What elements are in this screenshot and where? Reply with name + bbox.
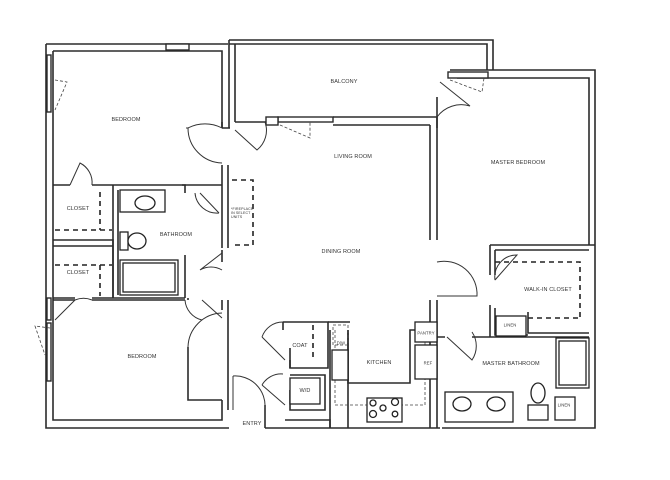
room-label-bedroom: BEDROOM xyxy=(111,117,141,123)
room-label-dining-room: DINING ROOM xyxy=(321,249,361,255)
room-label-master-bathroom: MASTER BATHROOM xyxy=(482,361,540,367)
room-label-walk-in-closet: WALK-IN CLOSET xyxy=(524,287,572,293)
toilet-icon xyxy=(530,382,546,404)
room-label-kitchen: KITCHEN xyxy=(366,360,392,366)
sink-icon xyxy=(134,195,156,211)
fixture-label-dw: D/W xyxy=(336,340,346,346)
doors[interactable] xyxy=(54,81,519,410)
fixture-label-linen: LINEN xyxy=(503,322,517,328)
fixture-label-pantry: PANTRY xyxy=(417,330,435,336)
room-label-balcony: BALCONY xyxy=(330,79,358,85)
room-label-coat: COAT xyxy=(292,343,308,349)
fireplace-note: *FIREPLACE IN SELECT UNITS xyxy=(231,207,254,219)
room-label-living-room: LIVING ROOM xyxy=(334,154,372,160)
room-label-wd: W/D xyxy=(299,388,311,394)
room-label-master-bedroom: MASTER BEDROOM xyxy=(490,160,546,166)
room-label-closet: CLOSET xyxy=(66,206,90,212)
fixtures xyxy=(119,189,590,423)
room-label-closet: CLOSET xyxy=(66,270,90,276)
dashed-outlines xyxy=(55,179,581,406)
fixture-label-linen: LINEN xyxy=(557,402,571,408)
room-label-entry: ENTRY xyxy=(242,421,262,427)
windows xyxy=(34,43,489,382)
room-label-bathroom: BATHROOM xyxy=(159,232,193,238)
toilet-icon xyxy=(127,232,147,250)
fixture-label-ref: REF xyxy=(423,360,433,366)
exterior-walls xyxy=(45,39,596,429)
room-label-bedroom: BEDROOM xyxy=(127,354,157,360)
